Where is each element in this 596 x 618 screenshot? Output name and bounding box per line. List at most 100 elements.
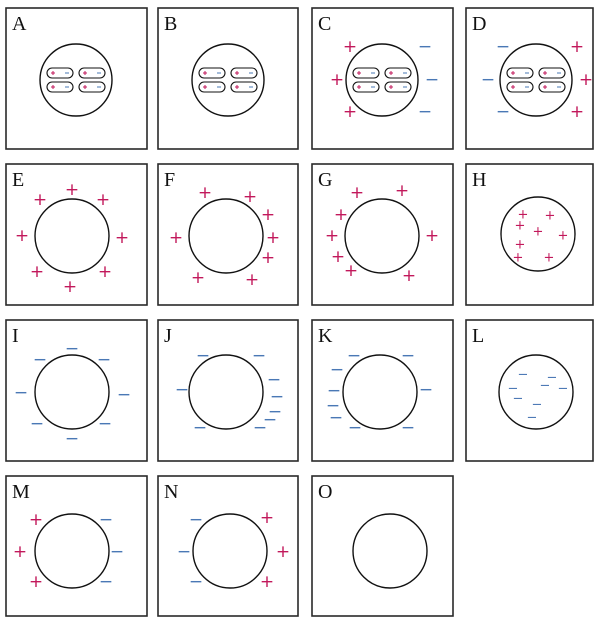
dipole-molecule [78,81,106,93]
panel-a: A [5,7,148,150]
panel-label: E [12,169,24,191]
panel-frame [5,319,148,462]
positive-charge: + [243,187,257,207]
positive-charge: + [96,190,110,210]
negative-charge: − [496,37,510,57]
positive-charge: + [515,219,526,234]
dipole-molecule [352,81,380,93]
dipole-molecule [230,81,258,93]
sphere [191,43,265,117]
positive-charge: + [331,247,345,267]
negative-charge: − [513,392,524,407]
dipole-molecule [46,81,74,93]
sphere [344,198,420,274]
sphere [345,43,419,117]
positive-charge: + [191,268,205,288]
negative-charge: − [189,572,203,592]
negative-charge: − [268,402,282,422]
panel-e: E++++++++ [5,163,148,306]
positive-charge: + [579,70,593,90]
panel-d: D−−−+++ [465,7,594,150]
negative-charge: − [30,414,44,434]
positive-charge: + [245,270,259,290]
panel-n: N−−−+++ [157,475,299,617]
panel-k: K−−−−−−−−− [311,319,454,462]
negative-charge: − [33,350,47,370]
negative-charge: − [117,385,131,405]
positive-charge: + [276,542,290,562]
panel-frame [157,7,299,150]
negative-charge: − [110,542,124,562]
dipole-molecule [506,67,534,79]
positive-charge: + [260,572,274,592]
negative-charge: − [347,346,361,366]
negative-charge: − [327,381,341,401]
panel-f: F++++++++ [157,163,299,306]
positive-charge: + [169,228,183,248]
panel-label: C [318,13,331,35]
sphere [352,513,428,589]
positive-charge: + [33,190,47,210]
positive-charge: + [545,209,556,224]
panel-frame [5,163,148,306]
panel-label: B [164,13,177,35]
positive-charge: + [334,205,348,225]
panel-label: L [472,325,484,347]
panel-frame [157,163,299,306]
positive-charge: + [325,226,339,246]
negative-charge: − [97,350,111,370]
sphere [342,354,418,430]
negative-charge: − [527,411,538,426]
dipole-molecule [538,81,566,93]
negative-charge: − [99,572,113,592]
panel-label: G [318,169,332,191]
panel-label: N [164,481,178,503]
positive-charge: + [330,70,344,90]
positive-charge: + [115,228,129,248]
negative-charge: − [14,383,28,403]
positive-charge: + [198,183,212,203]
negative-charge: − [547,371,558,386]
positive-charge: + [344,261,358,281]
dipole-molecule [78,67,106,79]
positive-charge: + [266,228,280,248]
positive-charge: + [350,183,364,203]
panel-frame [5,7,148,150]
panel-label: A [12,13,27,35]
sphere [34,354,110,430]
panel-o: O [311,475,454,617]
positive-charge: + [261,205,275,225]
negative-charge: − [263,410,277,430]
negative-charge: − [496,102,510,122]
positive-charge: + [260,508,274,528]
panel-frame [157,319,299,462]
positive-charge: + [343,37,357,57]
positive-charge: + [98,262,112,282]
negative-charge: − [401,346,415,366]
negative-charge: − [518,368,529,383]
negative-charge: − [401,418,415,438]
panel-label: O [318,481,332,503]
positive-charge: + [63,277,77,297]
panel-label: I [12,325,19,347]
positive-charge: + [65,180,79,200]
panel-label: F [164,169,175,191]
sphere [34,198,110,274]
panel-frame [465,163,594,306]
dipole-molecule [384,67,412,79]
negative-charge: − [418,102,432,122]
positive-charge: + [29,572,43,592]
sphere [39,43,113,117]
panel-label: J [164,325,172,347]
panel-c: C+++−−− [311,7,454,150]
negative-charge: − [267,370,281,390]
positive-charge: + [395,181,409,201]
negative-charge: − [270,387,284,407]
sphere [188,198,264,274]
negative-charge: − [189,510,203,530]
positive-charge: + [343,102,357,122]
positive-charge: + [425,226,439,246]
negative-charge: − [253,418,267,438]
panel-g: G++++++++ [311,163,454,306]
